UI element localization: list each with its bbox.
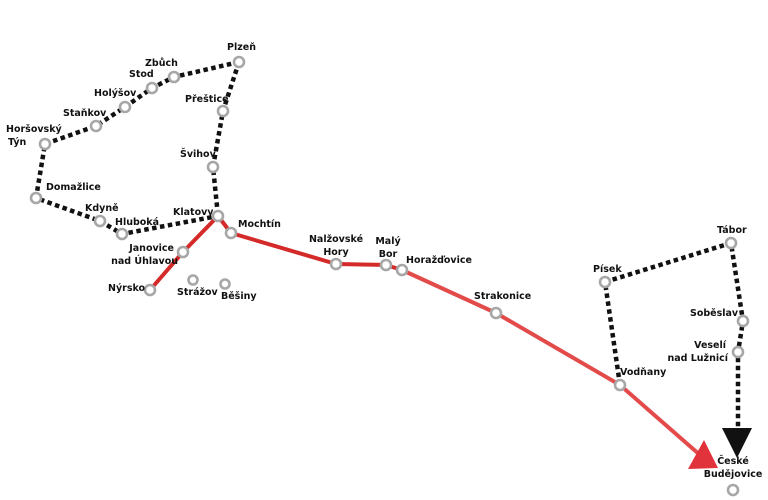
station-marker-kdyne[interactable]	[93, 214, 107, 228]
station-label-hluboka: Hluboká	[115, 217, 160, 228]
station-marker-svihov[interactable]	[206, 160, 220, 174]
station-marker-plzen[interactable]	[232, 55, 246, 69]
station-marker-janovice[interactable]	[176, 245, 190, 259]
station-marker-strazov[interactable]	[187, 274, 199, 286]
station-label-maly-bor-line2: Bor	[378, 249, 398, 260]
station-label-maly-bor-line1: Malý	[375, 236, 401, 247]
station-label-holysov: Holýšov	[94, 88, 137, 99]
station-label-mochtin: Mochtín	[238, 219, 281, 230]
station-label-nalzovske-hory-line1: Nalžovské	[308, 234, 364, 245]
station-marker-domazlice[interactable]	[29, 191, 43, 205]
red-routes	[148, 214, 702, 457]
station-label-ceske-budejovice-line1: České	[717, 456, 749, 467]
station-marker-mochtin[interactable]	[224, 226, 238, 240]
station-label-ceske-budejovice-line2: Budějovice	[703, 469, 763, 480]
station-marker-strakonice[interactable]	[489, 306, 503, 320]
station-label-horsovsky-tyn-line2: Týn	[8, 137, 27, 148]
station-marker-holysov[interactable]	[118, 100, 132, 114]
dotted-routes	[33, 59, 746, 430]
station-label-strazov: Strážov	[177, 287, 218, 298]
station-marker-pisek[interactable]	[598, 275, 612, 289]
station-marker-stod[interactable]	[145, 81, 159, 95]
arrow-red-icon	[688, 440, 718, 469]
route-pisek-vodnany	[602, 240, 746, 430]
station-marker-nyrsko[interactable]	[143, 283, 157, 297]
station-marker-vodnany[interactable]	[613, 378, 627, 392]
station-label-veseli-line2: nad Lužnicí	[667, 353, 728, 364]
station-marker-tabor[interactable]	[724, 236, 738, 250]
station-label-besiny: Běšiny	[221, 291, 257, 302]
station-label-vodnany: Vodňany	[620, 367, 667, 378]
station-marker-prestice[interactable]	[216, 104, 230, 118]
station-marker-zbuch[interactable]	[167, 70, 181, 84]
station-label-janovice-line1: Janovice	[129, 243, 174, 254]
station-marker-hluboka[interactable]	[115, 227, 129, 241]
route-plzen-klatovy	[210, 61, 242, 217]
station-marker-horazdovice[interactable]	[395, 263, 409, 277]
station-label-stod: Stod	[129, 69, 154, 80]
station-label-nyrsko: Nýrsko	[108, 283, 146, 294]
route-plzen-domazlice	[33, 59, 240, 237]
station-label-strakonice: Strakonice	[474, 291, 532, 302]
station-marker-veseli[interactable]	[731, 345, 745, 359]
station-label-tabor: Tábor	[717, 225, 747, 236]
station-marker-horsovsky-tyn[interactable]	[38, 137, 52, 151]
station-label-stankov: Staňkov	[63, 108, 107, 119]
station-markers	[29, 55, 750, 497]
route-horazdovice-budejovice	[400, 268, 702, 457]
station-marker-ceske-budejovice[interactable]	[726, 483, 740, 497]
station-label-horsovsky-tyn-line1: Horšovský	[6, 124, 62, 135]
station-label-zbuch: Zbůch	[145, 58, 178, 69]
station-label-sobeslav: Soběslav	[690, 308, 739, 319]
station-marker-besiny[interactable]	[219, 278, 231, 290]
station-label-domazlice: Domažlice	[46, 182, 101, 193]
station-label-horazdovice: Horažďovice	[406, 255, 472, 266]
station-marker-klatovy[interactable]	[211, 209, 225, 223]
station-marker-nalzovske-hory[interactable]	[329, 257, 343, 271]
station-label-nalzovske-hory-line2: Hory	[323, 247, 349, 258]
station-label-prestice: Přeštice	[185, 94, 229, 105]
station-label-veseli-line1: Veselí	[694, 340, 726, 351]
station-label-svihov: Švihov	[180, 149, 216, 160]
station-label-janovice-line2: nad Úhlavou	[111, 256, 178, 267]
station-label-kdyne: Kdyně	[85, 203, 119, 214]
station-marker-stankov[interactable]	[89, 119, 103, 133]
arrow-black-icon	[722, 428, 752, 458]
station-label-klatovy: Klatovy	[173, 207, 214, 218]
station-marker-sobeslav[interactable]	[736, 314, 750, 328]
station-label-plzen: Plzeň	[227, 42, 256, 53]
station-marker-maly-bor[interactable]	[379, 258, 393, 272]
station-label-pisek: Písek	[593, 264, 622, 275]
